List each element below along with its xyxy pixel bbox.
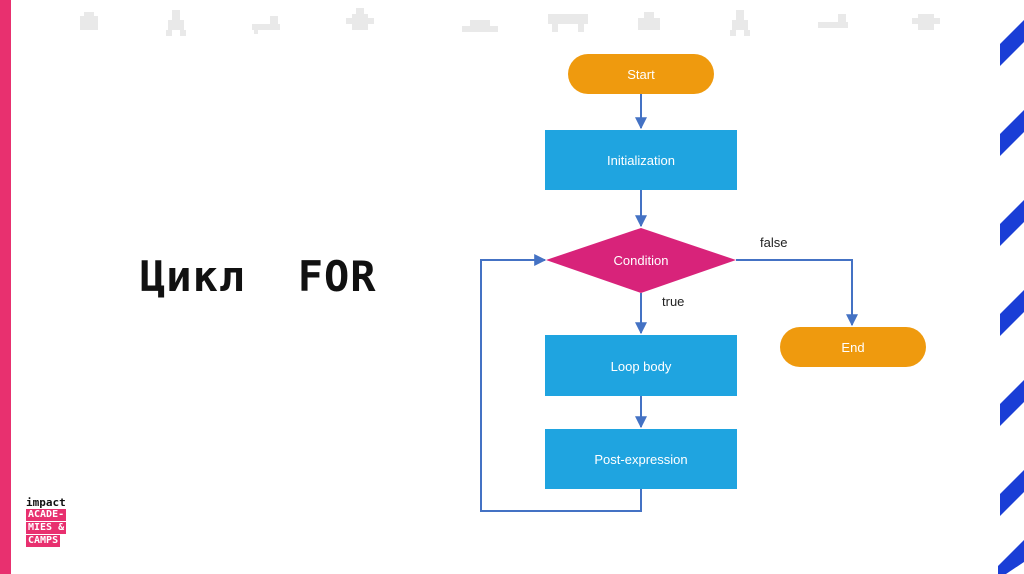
initialization-node [545,130,737,190]
start-node [568,54,714,94]
initialization-node-label: Initialization [607,153,675,168]
logo-line-2: MIES & [26,522,67,534]
end-node [780,327,926,367]
loop-body-node [545,335,737,396]
logo-top-word: impact [26,496,66,509]
logo-line-1: ACADE- [26,509,67,521]
start-node-label: Start [627,67,655,82]
slide-title: Цикл FOR [140,252,377,301]
right-striped-border [998,0,1024,574]
logo-line-3: CAMPS [26,535,61,547]
condition-node-label: Condition [614,253,669,268]
left-accent-bar [0,0,11,574]
edge-label-true: true [662,294,684,309]
edge-post-loop-back [480,254,642,512]
post-expression-node [545,429,737,489]
top-decorative-icons [70,6,950,40]
end-node-label: End [841,340,864,355]
impact-academies-logo: impact ACADE- MIES & CAMPS [26,496,86,548]
condition-node [546,228,736,293]
post-expression-node-label: Post-expression [594,452,687,467]
edge-label-false: false [760,235,787,250]
loop-body-node-label: Loop body [611,359,672,374]
pixel-art-icons [80,8,940,36]
edge-condition-to-end [736,259,858,327]
blue-stripes [998,0,1024,574]
